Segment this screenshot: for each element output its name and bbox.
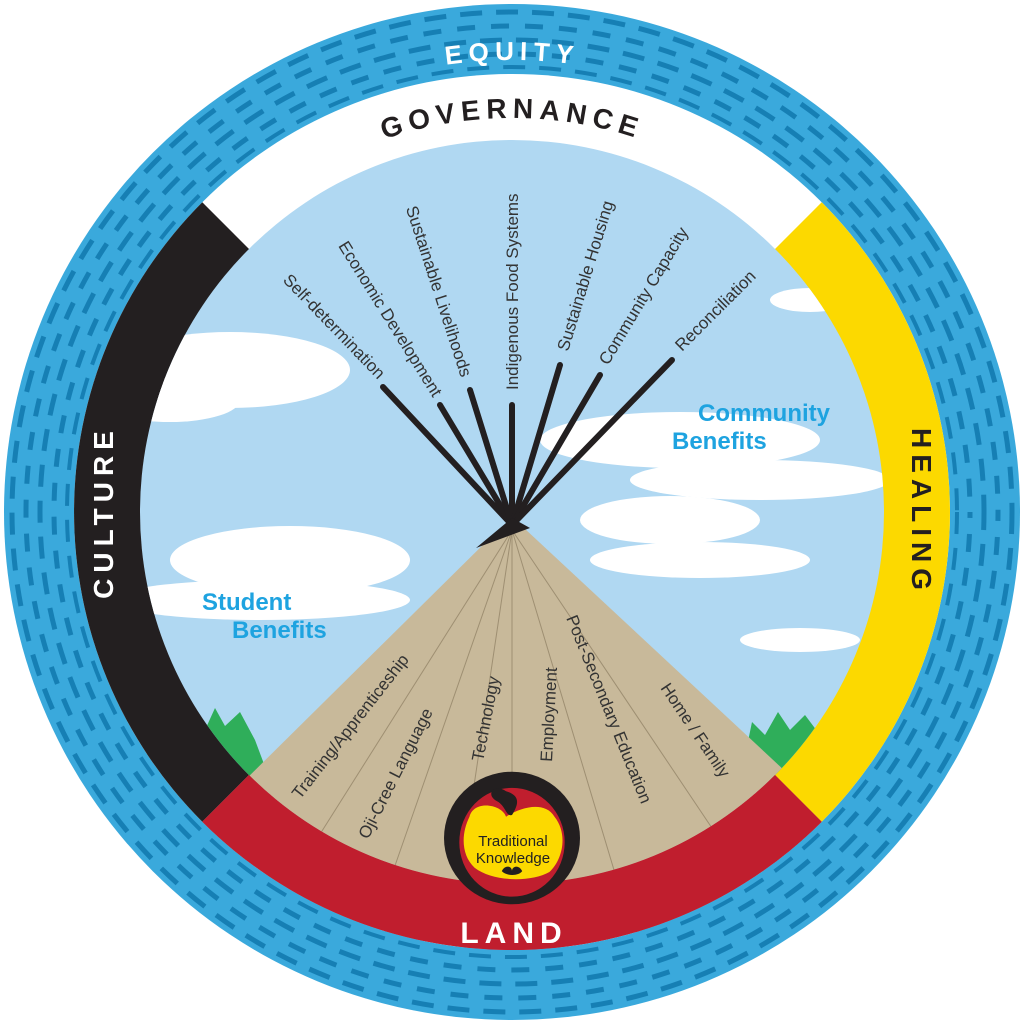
tk-line2: Knowledge [476,850,550,867]
community-benefits-line1: Community [698,400,831,427]
teepee-top [476,518,530,548]
tk-line1: Traditional [478,833,547,850]
student-benefits-line2: Benefits [232,617,327,644]
teepee-seams [309,529,721,884]
heart-icon [501,866,523,875]
equity-label: EQUITY [443,36,581,71]
label-employment: Employment [537,667,561,763]
culture-label: CULTURE [88,425,119,599]
traditional-knowledge-emblem: Traditional Knowledge [444,771,580,905]
student-benefits-line1: Student [202,589,291,616]
teepee-poles [380,357,675,528]
land-label: LAND [460,917,567,950]
label-indigenous-food-systems: Indigenous Food Systems [503,193,522,390]
land-band [202,775,822,950]
healing-label: HEALING [906,428,937,596]
community-benefits-line2: Benefits [672,428,767,455]
